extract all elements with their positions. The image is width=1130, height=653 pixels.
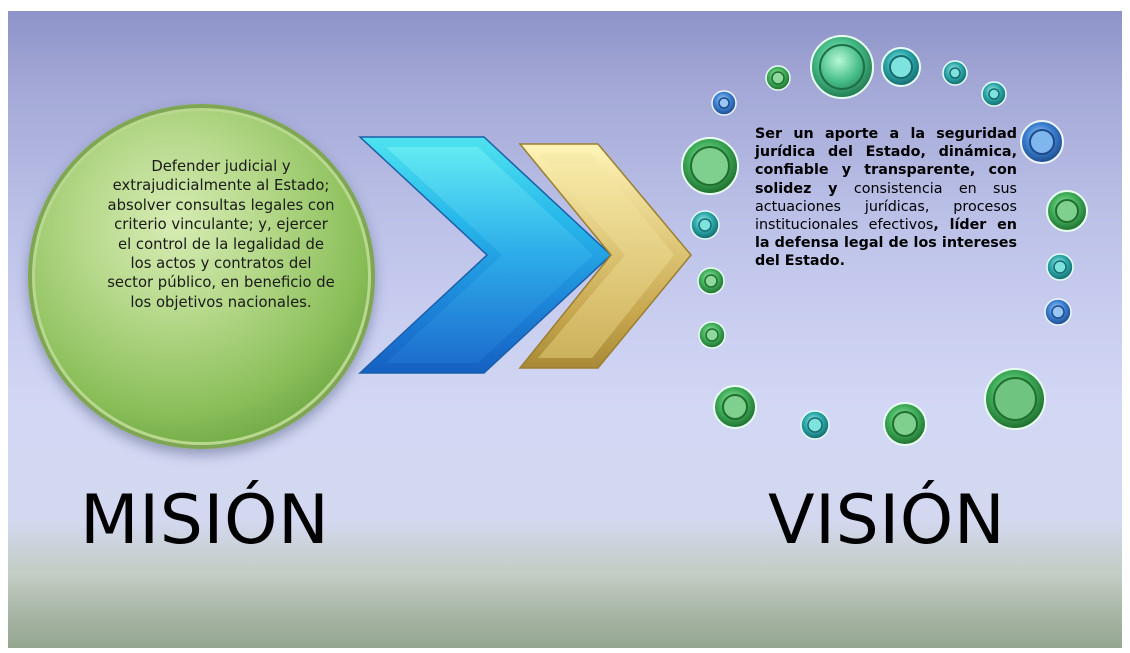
arrow-chevrons bbox=[358, 136, 692, 374]
vision-text-part-3: , líder en la defensa legal de los inter… bbox=[755, 217, 1017, 270]
vision-text: Ser un aporte a la seguridad jurídica de… bbox=[755, 125, 1017, 271]
gold-chevron bbox=[518, 143, 692, 369]
bubble-ring bbox=[681, 35, 1088, 446]
mission-circle bbox=[28, 104, 375, 449]
vision-text-part-2: consistencia en sus actuaciones jurídica… bbox=[755, 180, 1017, 234]
mission-label: MISIÓN bbox=[80, 481, 330, 560]
slide-background: Defender judicial y extrajudicialmente a… bbox=[8, 11, 1122, 648]
blue-chevron bbox=[358, 136, 613, 374]
vision-label: VISIÓN bbox=[768, 481, 1006, 560]
vision-text-part-1: Ser un aporte a la seguridad jurídica de… bbox=[755, 126, 1017, 197]
decorative-bubbles bbox=[681, 35, 1088, 446]
mission-text: Defender judicial y extrajudicialmente a… bbox=[107, 158, 335, 311]
